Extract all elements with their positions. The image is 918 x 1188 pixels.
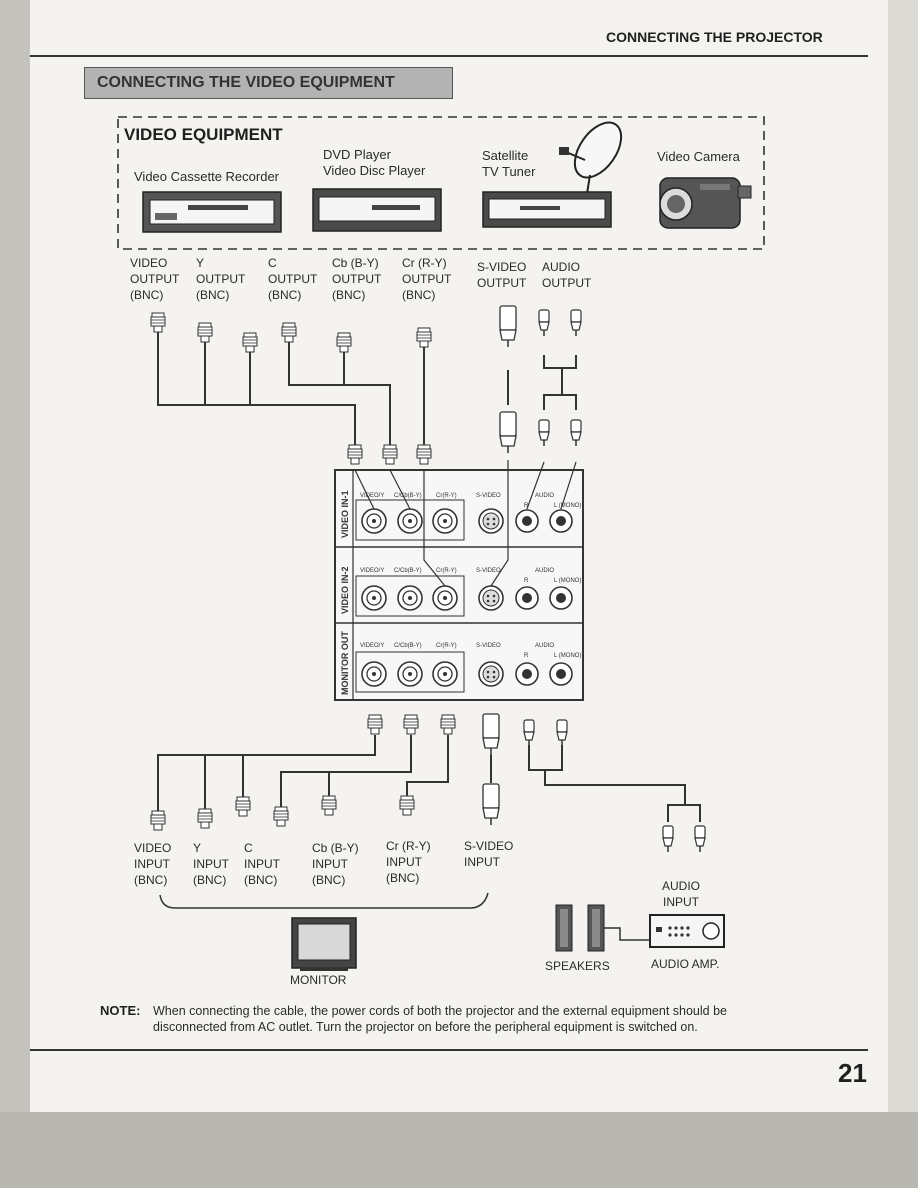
output-label-cb: Cb (B-Y)OUTPUT(BNC) — [332, 256, 382, 302]
source-svideo-plug — [499, 305, 517, 348]
monitor-svideo-plug — [482, 783, 500, 826]
video-equipment-heading: VIDEO EQUIPMENT — [124, 125, 283, 144]
note-line-1: When connecting the cable, the power cor… — [153, 1004, 727, 1018]
panel-bnc-plugs-in — [347, 444, 432, 465]
device-dvd: DVD Player — [323, 147, 391, 162]
video-camera-illustration — [659, 177, 752, 229]
panel-label-r-1: R — [524, 503, 529, 509]
monitor-illustration — [291, 917, 357, 971]
panel-label-cr-3: Cr(R-Y) — [436, 643, 457, 649]
audio-amp-label: AUDIO AMP. — [651, 957, 720, 971]
panel-label-videoy-1: VIDEO/Y — [360, 493, 384, 499]
panel-label-ccb-2: C/Cb(B-Y) — [394, 568, 422, 574]
satellite-tuner-illustration — [482, 121, 623, 228]
speakers-illustration — [555, 904, 650, 952]
panel-label-svideo-2: S-VIDEO — [476, 568, 501, 574]
device-video-camera: Video Camera — [657, 149, 740, 164]
dvd-player-illustration — [312, 188, 442, 232]
output-label-cr: Cr (R-Y)OUTPUT(BNC) — [402, 256, 452, 302]
device-vcr: Video Cassette Recorder — [134, 169, 280, 184]
panel-label-svideo-1: S-VIDEO — [476, 493, 501, 499]
note-line-2: disconnected from AC outlet. Turn the pr… — [153, 1020, 698, 1034]
panel-bnc-plugs-out — [367, 714, 456, 735]
header-rule — [30, 55, 868, 57]
panel-label-ccb-1: C/Cb(B-Y) — [394, 493, 422, 499]
panel-label-videoy-3: VIDEO/Y — [360, 643, 384, 649]
panel-label-ccb-3: C/Cb(B-Y) — [394, 643, 422, 649]
panel-label-l-3: L (MONO) — [554, 653, 581, 659]
panel-row-monitor-out: MONITOR OUT — [340, 631, 350, 695]
panel-label-svideo-3: S-VIDEO — [476, 643, 501, 649]
scan-bottom-margin — [0, 1112, 918, 1188]
panel-label-audio-1: AUDIO — [535, 493, 554, 499]
panel-label-videoy-2: VIDEO/Y — [360, 568, 384, 574]
terminal-panel — [334, 469, 584, 701]
monitor-bnc-plugs — [150, 795, 415, 831]
audio-amp-illustration — [649, 914, 725, 948]
panel-svideo-plug-out — [482, 713, 500, 756]
panel-label-cr-1: Cr(R-Y) — [436, 493, 457, 499]
panel-audio-plugs-in — [538, 419, 582, 447]
note-label: NOTE: — [100, 1003, 141, 1018]
equipment-box — [117, 116, 765, 250]
source-bnc-plugs — [150, 312, 432, 353]
speakers-label: SPEAKERS — [545, 959, 610, 973]
panel-label-audio-3: AUDIO — [535, 643, 554, 649]
panel-svideo-plug-in — [499, 411, 517, 454]
device-video-disc: Video Disc Player — [323, 163, 426, 178]
section-header: CONNECTING THE PROJECTOR — [606, 29, 823, 45]
device-satellite: Satellite — [482, 148, 529, 163]
monitor-cables — [157, 735, 701, 822]
panel-label-l-2: L (MONO) — [554, 578, 581, 584]
page-number: 21 — [838, 1058, 867, 1088]
source-cables — [157, 330, 577, 446]
amp-audio-plugs — [662, 825, 706, 853]
input-label-cb: Cb (B-Y)INPUT(BNC) — [312, 841, 359, 887]
monitor-input-brace — [159, 892, 489, 909]
device-tv-tuner: TV Tuner — [482, 164, 536, 179]
footer-rule — [30, 1049, 868, 1051]
page-title: CONNECTING THE VIDEO EQUIPMENT — [97, 74, 395, 91]
vcr-illustration — [142, 191, 282, 233]
page-edge — [888, 0, 918, 1112]
panel-label-r-3: R — [524, 653, 529, 659]
monitor-label: MONITOR — [290, 973, 347, 987]
input-label-cr: Cr (R-Y)INPUT(BNC) — [386, 839, 431, 885]
panel-label-cr-2: Cr(R-Y) — [436, 568, 457, 574]
panel-label-l-1: L (MONO) — [554, 503, 581, 509]
panel-audio-plugs-out — [523, 719, 568, 747]
source-audio-plugs — [538, 309, 582, 337]
panel-row-video-in-1: VIDEO IN-1 — [340, 490, 350, 538]
panel-label-audio-2: AUDIO — [535, 568, 554, 574]
panel-internal-cables — [354, 460, 577, 587]
panel-row-video-in-2: VIDEO IN-2 — [340, 566, 350, 614]
title-box — [84, 67, 453, 99]
panel-label-r-2: R — [524, 578, 529, 584]
